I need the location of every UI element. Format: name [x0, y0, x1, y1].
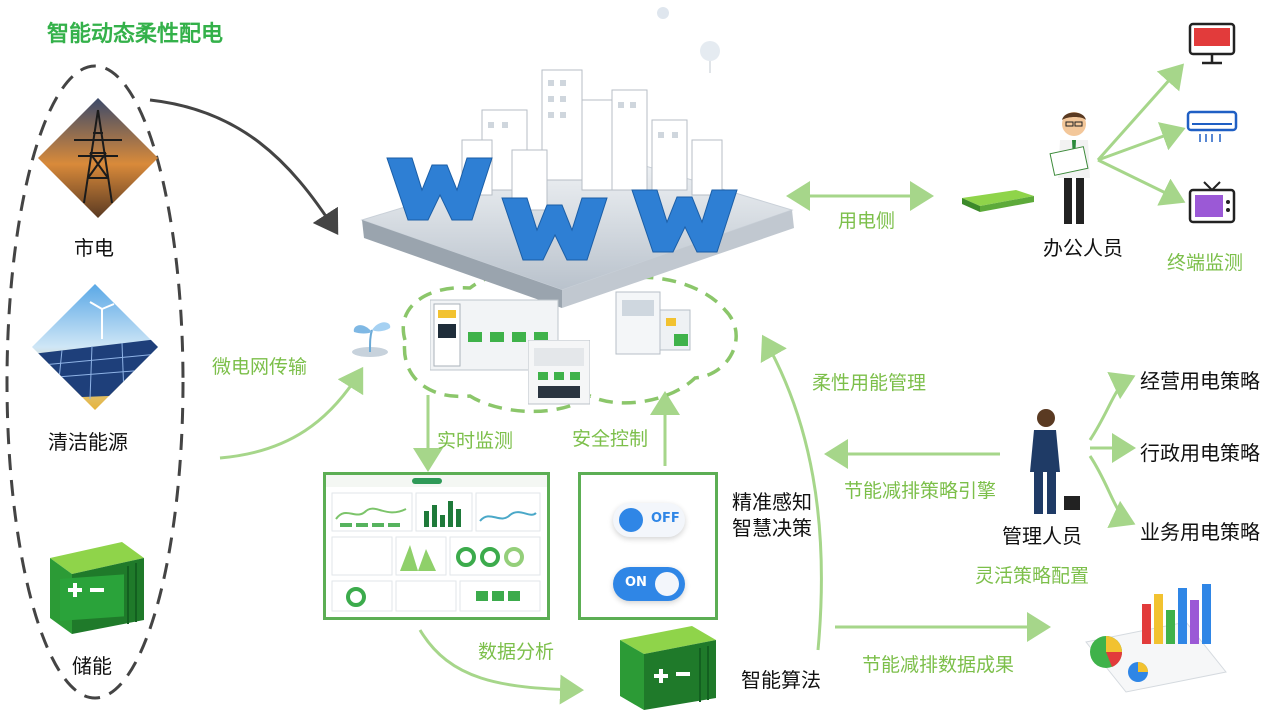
- battery-storage-icon: [50, 542, 144, 634]
- tv-icon: [1188, 181, 1236, 224]
- source-grid-label: 市电: [74, 236, 114, 260]
- off-label: OFF: [651, 511, 680, 526]
- page-title: 智能动态柔性配电: [47, 22, 224, 47]
- on-label: ON: [625, 575, 647, 590]
- microgrid-arrow: [219, 366, 364, 460]
- source-group-outline: [5, 64, 185, 700]
- monitor-icon: [1188, 22, 1236, 65]
- flex-mgmt-label: 柔性用能管理: [812, 372, 927, 394]
- smart-city-platform-illustration: [360, 69, 794, 308]
- manager-icon: [1030, 409, 1080, 514]
- office-to-tv-arrow: [1097, 158, 1186, 206]
- gateway-device-icon: [962, 190, 1034, 212]
- realtime-label: 实时监测: [437, 430, 514, 452]
- terminal-monitor-label: 终端监测: [1167, 252, 1244, 274]
- air-conditioner-icon: [1186, 110, 1238, 142]
- seedling-icon: [352, 322, 391, 357]
- decision-line2: 智慧决策: [732, 516, 812, 540]
- strategy-admin: 行政用电策略: [1140, 441, 1260, 465]
- strategy-business: 经营用电策略: [1140, 369, 1260, 393]
- leakage-protector-icon: [528, 340, 590, 405]
- microgrid-label: 微电网传输: [212, 356, 308, 378]
- results-chart-illustration: [1085, 584, 1227, 693]
- office-staff-label: 办公人员: [1043, 236, 1123, 260]
- source-clean-label: 清洁能源: [48, 430, 128, 454]
- manager-to-strategy1-arrow: [1088, 372, 1136, 441]
- user-side-label: 用电侧: [838, 210, 896, 232]
- flex-config-label: 灵活策略配置: [975, 565, 1090, 587]
- toggle-knob: [655, 572, 679, 596]
- grid-to-platform-arrow: [149, 98, 339, 236]
- engine-label: 节能减排策略引擎: [844, 480, 997, 502]
- solar-panel-icon: [32, 284, 158, 410]
- results-label: 节能减排数据成果: [862, 654, 1015, 676]
- office-to-ac-arrow: [1097, 122, 1186, 162]
- balloon-icon: [657, 7, 720, 73]
- office-staff-icon: [1049, 112, 1090, 224]
- toggle-panel: OFF ON: [578, 472, 718, 620]
- toggle-knob: [619, 508, 643, 532]
- algorithm-battery-icon: [620, 626, 716, 710]
- algorithm-label: 智能算法: [741, 668, 821, 692]
- analysis-arrow: [418, 629, 584, 705]
- on-toggle[interactable]: ON: [613, 567, 685, 601]
- strategy-operations: 业务用电策略: [1140, 520, 1260, 544]
- power-pylon-icon: [38, 98, 158, 218]
- algorithm-feedback-arrow: [760, 334, 823, 651]
- off-toggle[interactable]: OFF: [613, 503, 685, 537]
- office-to-monitor-arrow: [1096, 63, 1184, 161]
- smart-meter-icon: [615, 291, 691, 355]
- manager-to-strategy3-arrow: [1088, 455, 1136, 528]
- safety-label: 安全控制: [572, 428, 649, 450]
- analysis-label: 数据分析: [478, 641, 555, 663]
- dashboard-panel: [323, 472, 550, 620]
- dashboard-screenshot: [326, 475, 547, 612]
- decision-line1: 精准感知: [732, 490, 812, 514]
- source-storage-label: 储能: [72, 654, 112, 678]
- manager-label: 管理人员: [1002, 524, 1082, 548]
